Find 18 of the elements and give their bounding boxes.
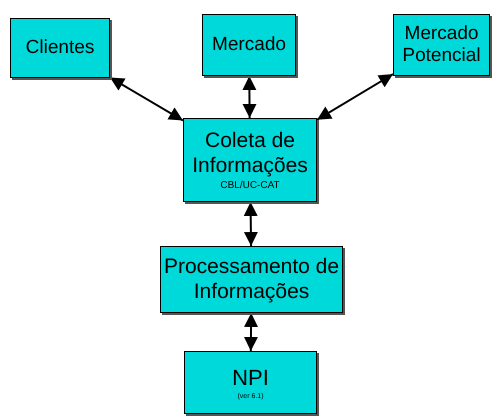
- arrow: [110, 76, 184, 122]
- box-sublabel: CBL/UC-CAT: [220, 180, 280, 191]
- process-box: [393, 14, 490, 76]
- box-label: Mercado Potencial: [401, 23, 482, 67]
- process-box: [10, 18, 110, 78]
- arrow: [316, 73, 394, 121]
- arrow: [244, 312, 258, 352]
- box-label: NPI: [232, 365, 269, 391]
- box-label: Mercado: [212, 34, 286, 56]
- arrow: [242, 76, 257, 118]
- box-label: Processamento de Informações: [162, 255, 340, 304]
- process-box: [184, 351, 317, 414]
- box-label: Clientes: [26, 37, 94, 59]
- process-box: [202, 14, 296, 76]
- process-box: [160, 246, 343, 313]
- box-label: Coleta de Informações: [191, 129, 309, 178]
- process-box: [183, 118, 317, 202]
- arrow: [244, 202, 258, 246]
